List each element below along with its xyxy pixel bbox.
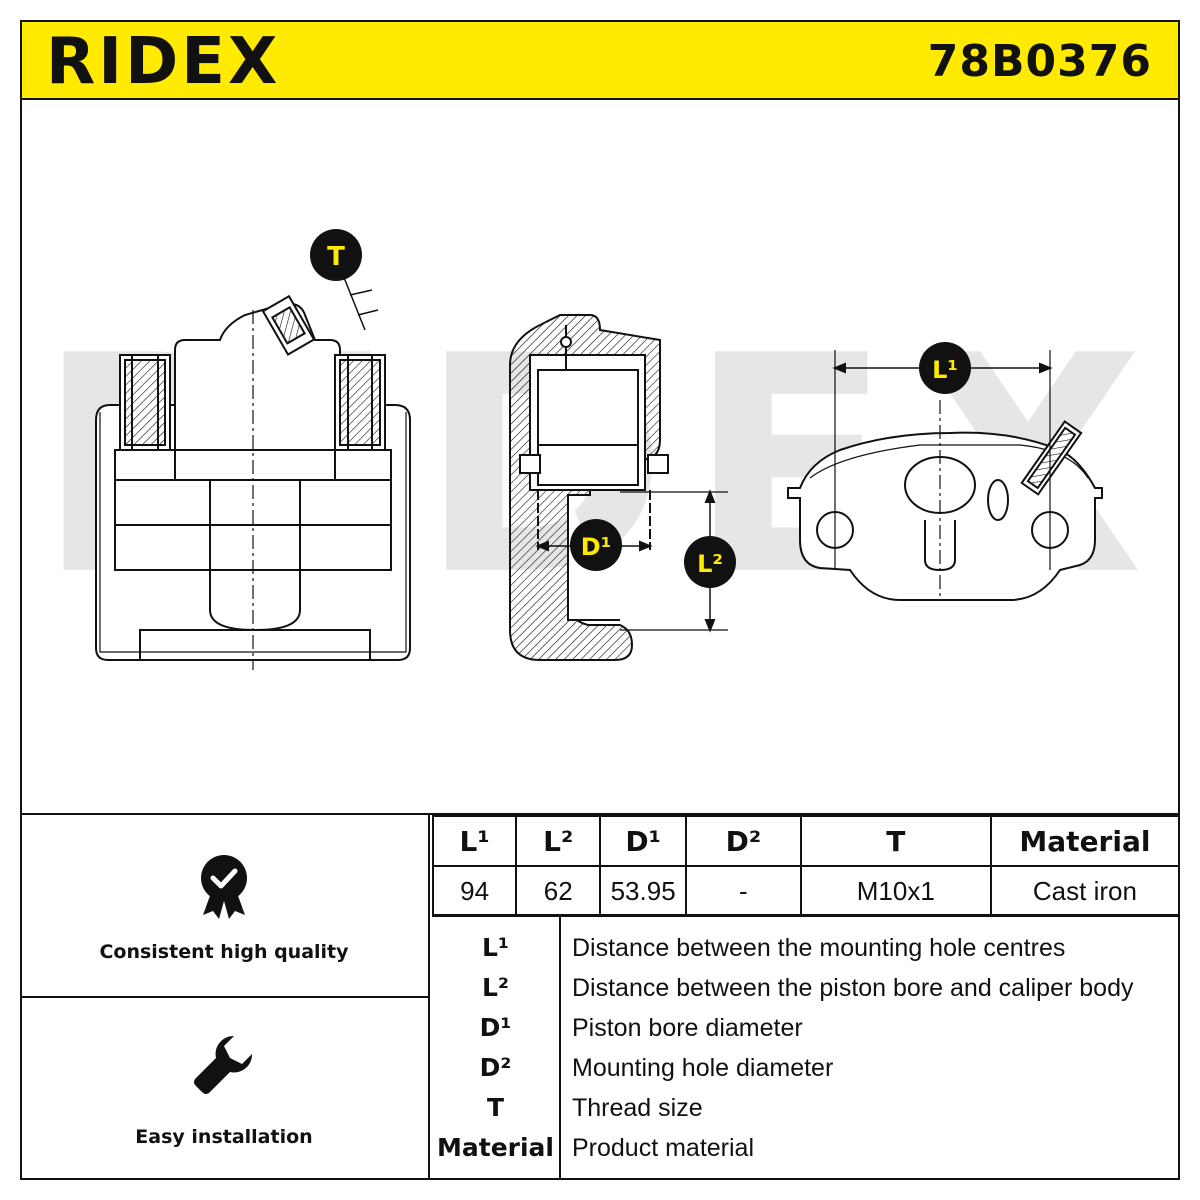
spec-value-t: M10x1 [799,865,992,917]
legend-row: L² Distance between the piston bore and … [432,968,1180,1008]
feature-installation-label: Easy installation [135,1126,313,1148]
legend-divider [559,916,561,1180]
legend-key: D¹ [479,1013,512,1042]
caliper-side-view [787,350,1103,601]
l1-marker-badge [919,342,971,394]
caliper-section-view [509,314,728,661]
spec-section: Consistent high quality Easy installatio… [20,813,1181,1180]
spec-value-d1: 53.95 [599,865,687,917]
spec-value-d2: - [684,865,802,917]
legend-key: D² [479,1053,512,1082]
wrench-icon [190,1030,258,1103]
d1-dimension: D¹ [570,519,622,571]
legend-row: T Thread size [432,1088,1180,1128]
header-bar: RIDEX 78B0376 [20,20,1180,100]
spec-header-d2: D² [684,815,802,867]
feature-installation: Easy installation [20,998,428,1180]
legend-row: L¹ Distance between the mounting hole ce… [432,928,1180,968]
legend-desc: Thread size [572,1094,703,1122]
part-number: 78B0376 [927,36,1152,87]
feature-quality: Consistent high quality [20,815,428,998]
legend-key: L² [482,973,509,1002]
legend-table: L¹ Distance between the mounting hole ce… [432,914,1180,1180]
spec-table: L¹ L² D¹ D² T Material 94 62 53.95 - M10… [431,815,1181,917]
legend-row: D² Mounting hole diameter [432,1048,1180,1088]
brand-logo: RIDEX [46,25,281,99]
features-panel: Consistent high quality Easy installatio… [20,815,430,1180]
spec-value-l1: 94 [431,865,518,917]
quality-badge-icon [199,853,249,924]
caliper-front-view [95,294,411,670]
thread-dimension: T [310,229,379,331]
legend-desc: Mounting hole diameter [572,1054,834,1082]
d1-marker-label: D¹ [581,533,611,561]
spec-value-row: 94 62 53.95 - M10x1 Cast iron [431,865,1181,917]
l2-dimension: L² [684,536,736,588]
spec-header-l2: L² [515,815,602,867]
spec-header-l1: L¹ [431,815,518,867]
l2-marker-badge [684,536,736,588]
spec-header-row: L¹ L² D¹ D² T Material [431,815,1181,867]
legend-key: T [486,1093,505,1122]
spec-value-l2: 62 [515,865,602,917]
legend-desc: Piston bore diameter [572,1014,803,1042]
technical-drawing: RIDEX [20,100,1180,813]
legend-key: L¹ [482,933,509,962]
spec-header-t: T [799,815,992,867]
thread-marker-badge [310,229,362,281]
legend-desc: Distance between the mounting hole centr… [572,934,1066,962]
legend-desc: Product material [572,1134,755,1162]
feature-quality-label: Consistent high quality [99,941,349,963]
legend-desc: Distance between the piston bore and cal… [572,974,1134,1002]
l2-marker-label: L² [697,550,723,578]
l1-marker-label: L¹ [932,356,958,384]
l1-dimension: L¹ [919,342,971,394]
spec-header-d1: D¹ [599,815,687,867]
d1-marker-badge [570,519,622,571]
spec-value-material: Cast iron [989,865,1181,917]
spec-header-material: Material [989,815,1181,867]
legend-key: Material [437,1133,554,1162]
legend-row: Material Product material [432,1128,1180,1168]
legend-row: D¹ Piston bore diameter [432,1008,1180,1048]
thread-marker-label: T [327,242,345,272]
